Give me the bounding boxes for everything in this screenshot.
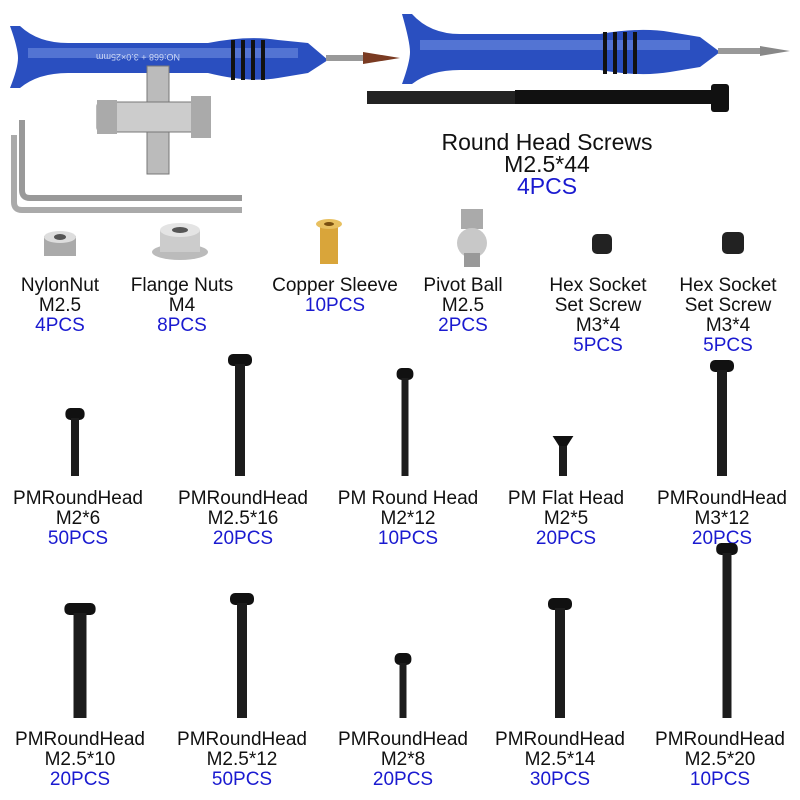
item-name: Round Head Screws (441, 129, 653, 155)
item-qty: 20PCS (691, 528, 753, 549)
item-name: Set Screw (684, 295, 772, 316)
item-qty: 10PCS (304, 295, 366, 316)
item-name: PM Flat Head (507, 488, 625, 509)
item-qty: 20PCS (49, 769, 111, 790)
item-name: PMRoundHead (178, 488, 308, 509)
item-qty: 2PCS (438, 315, 488, 336)
item-name: PMRoundHead (657, 488, 787, 509)
screwdriver-engraving: NO:668 + 3.0×25mm (96, 52, 180, 62)
item-name: Pivot Ball (423, 275, 503, 296)
screw-icon (710, 360, 734, 476)
item-qty: 50PCS (211, 769, 273, 790)
item-size: M2.5*10 (44, 749, 116, 770)
item-size: M2*6 (55, 508, 101, 529)
item-name: Set Screw (554, 295, 642, 316)
pivot-ball-icon (457, 209, 487, 267)
screw-icon (394, 653, 412, 718)
long-screw-icon (367, 84, 729, 112)
screw-icon (396, 368, 414, 476)
item-size: M2.5*12 (206, 749, 278, 770)
item-name: PMRoundHead (15, 729, 145, 750)
item-size: M3*4 (705, 315, 751, 336)
item-qty: 20PCS (535, 528, 597, 549)
item-qty: 20PCS (212, 528, 274, 549)
cross-wrench (96, 65, 211, 175)
item-qty: 4PCS (516, 173, 578, 199)
item-size: M3*4 (575, 315, 621, 336)
item-qty: 8PCS (157, 315, 207, 336)
copper-sleeve-icon (316, 219, 342, 264)
item-size: M2.5*16 (207, 508, 279, 529)
item-size: M2*5 (543, 508, 589, 529)
set-screw-icon (722, 232, 744, 254)
item-size: M4 (168, 295, 196, 316)
item-size: M3*12 (694, 508, 750, 529)
item-qty: 4PCS (35, 315, 85, 336)
item-qty: 50PCS (47, 528, 109, 549)
item-name: Copper Sleeve (272, 275, 398, 296)
item-name: PMRoundHead (338, 729, 468, 750)
item-size: M2.5*44 (504, 151, 590, 177)
item-name: PMRoundHead (655, 729, 785, 750)
item-name: PM Round Head (337, 488, 479, 509)
item-size: M2.5 (38, 295, 82, 316)
flange-nut-icon (152, 223, 208, 260)
nylon-nut-icon (44, 231, 76, 256)
screw-icon (228, 354, 252, 476)
item-qty: 10PCS (377, 528, 439, 549)
item-size: M2.5*14 (524, 749, 596, 770)
item-name: Hex Socket (549, 275, 647, 296)
item-size: M2.5*20 (684, 749, 756, 770)
set-screw-icon (592, 234, 612, 254)
screwdriver-1: NO:668 + 3.0×25mm (10, 26, 400, 88)
hex-keys (11, 120, 242, 213)
item-name: Flange Nuts (130, 275, 234, 296)
item-qty: 10PCS (689, 769, 751, 790)
screw-icon (548, 598, 572, 718)
featured-label: Round Head Screws M2.5*44 4PCS (441, 129, 653, 199)
screw-icon (716, 543, 738, 718)
screw-icon (552, 436, 574, 476)
item-qty: 5PCS (703, 335, 753, 356)
item-size: M2*12 (380, 508, 436, 529)
item-name: Hex Socket (679, 275, 777, 296)
item-name: PMRoundHead (177, 729, 307, 750)
item-name: PMRoundHead (13, 488, 143, 509)
item-qty: 30PCS (529, 769, 591, 790)
item-qty: 20PCS (372, 769, 434, 790)
screw-icon (64, 603, 96, 718)
screw-icon (65, 408, 85, 476)
item-qty: 5PCS (573, 335, 623, 356)
screwdriver-2 (402, 14, 790, 84)
screw-icon (230, 593, 254, 718)
item-name: NylonNut (20, 275, 100, 296)
item-size: M2.5 (441, 295, 485, 316)
item-size: M2*8 (380, 749, 426, 770)
item-name: PMRoundHead (495, 729, 625, 750)
